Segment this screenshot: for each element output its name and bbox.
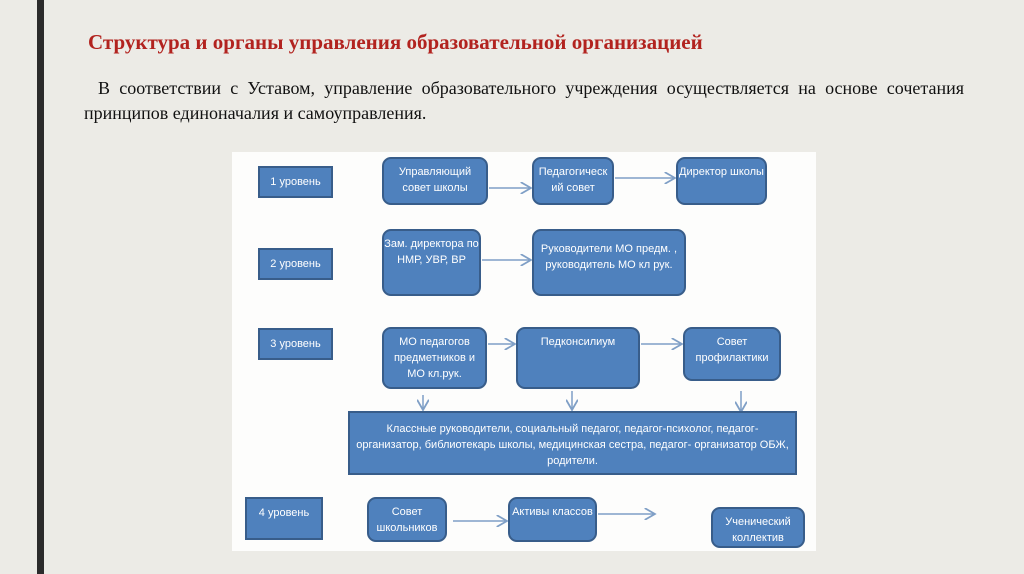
director-box: Директор школы — [676, 157, 767, 205]
student-body-box: Ученический коллектив — [711, 507, 805, 548]
level-1-label: 1 уровень — [258, 166, 333, 198]
student-council-box: Совет школьников — [367, 497, 447, 542]
level-4-label: 4 уровень — [245, 497, 323, 540]
subject-teachers-mo-box: МО педагогов предметников и МО кл.рук. — [382, 327, 487, 389]
class-activists-box: Активы классов — [508, 497, 597, 542]
deputy-director-box: Зам. директора по НМР, УВР, ВР — [382, 229, 481, 296]
slide-title: Структура и органы управления образовате… — [88, 30, 703, 54]
level-3-label: 3 уровень — [258, 328, 333, 360]
arrows — [232, 152, 816, 551]
left-accent-bar — [37, 0, 44, 574]
pedconsilium-box: Педконсилиум — [516, 327, 640, 389]
pedagogical-council-box: Педагогическ ий совет — [532, 157, 614, 205]
mo-heads-box: Руководители МО предм. , руководитель МО… — [532, 229, 686, 296]
intro-text: В соответствии с Уставом, управление обр… — [84, 78, 964, 123]
governing-council-box: Управляющий совет школы — [382, 157, 488, 205]
structure-diagram: 1 уровень 2 уровень 3 уровень 4 уровень … — [232, 152, 816, 551]
level-2-label: 2 уровень — [258, 248, 333, 280]
prevention-council-box: Совет профилактики — [683, 327, 781, 381]
staff-box: Классные руководители, социальный педаго… — [348, 411, 797, 475]
